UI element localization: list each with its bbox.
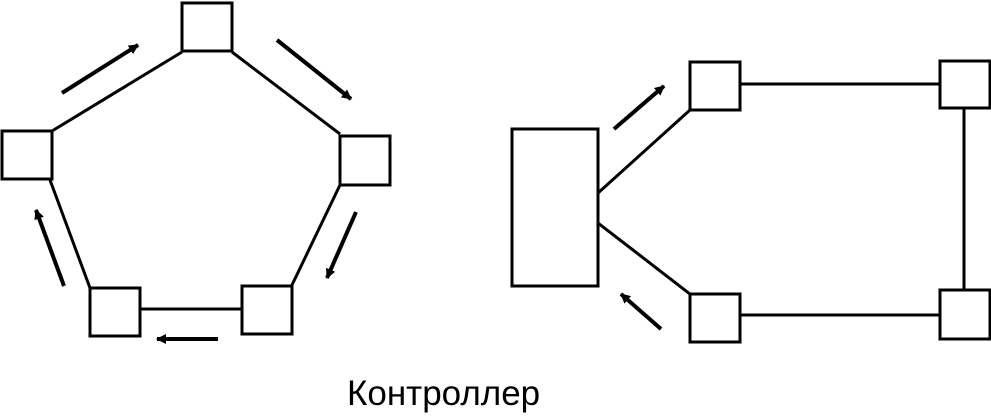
ctrl-node-top-right [938, 59, 991, 110]
ring-topology [0, 1, 392, 338]
ring-node-left [0, 129, 54, 181]
arrow-into-controller [619, 292, 663, 331]
controller-block [510, 127, 600, 288]
ring-link-bottomleft-left [48, 179, 92, 289]
ctrl-link-bottom [597, 221, 691, 296]
arrow-down-left [325, 211, 358, 279]
arrow-up-left [34, 209, 66, 287]
controller-caption: Контроллер [347, 374, 541, 413]
arrow-up-right [60, 43, 140, 95]
ctrl-link-top [596, 108, 692, 195]
ctrl-node-bottom-left [688, 292, 742, 344]
arrow-down-right [275, 38, 353, 101]
ring-node-bottom-left [88, 286, 142, 338]
ring-node-bottom-right [240, 284, 294, 336]
ring-node-right [338, 134, 392, 187]
ctrl-node-bottom-right [938, 288, 991, 341]
controller-topology [510, 59, 991, 344]
ring-node-top [180, 1, 234, 53]
ring-direction-arrows [34, 38, 358, 344]
arrow-out-from-controller [612, 84, 666, 131]
controller-direction-arrows [612, 84, 666, 331]
ring-link-right-bottomright [290, 184, 342, 286]
ring-link-left-top [51, 50, 183, 133]
ring-link-top-right [231, 50, 341, 136]
ctrl-node-top-left [688, 60, 742, 112]
